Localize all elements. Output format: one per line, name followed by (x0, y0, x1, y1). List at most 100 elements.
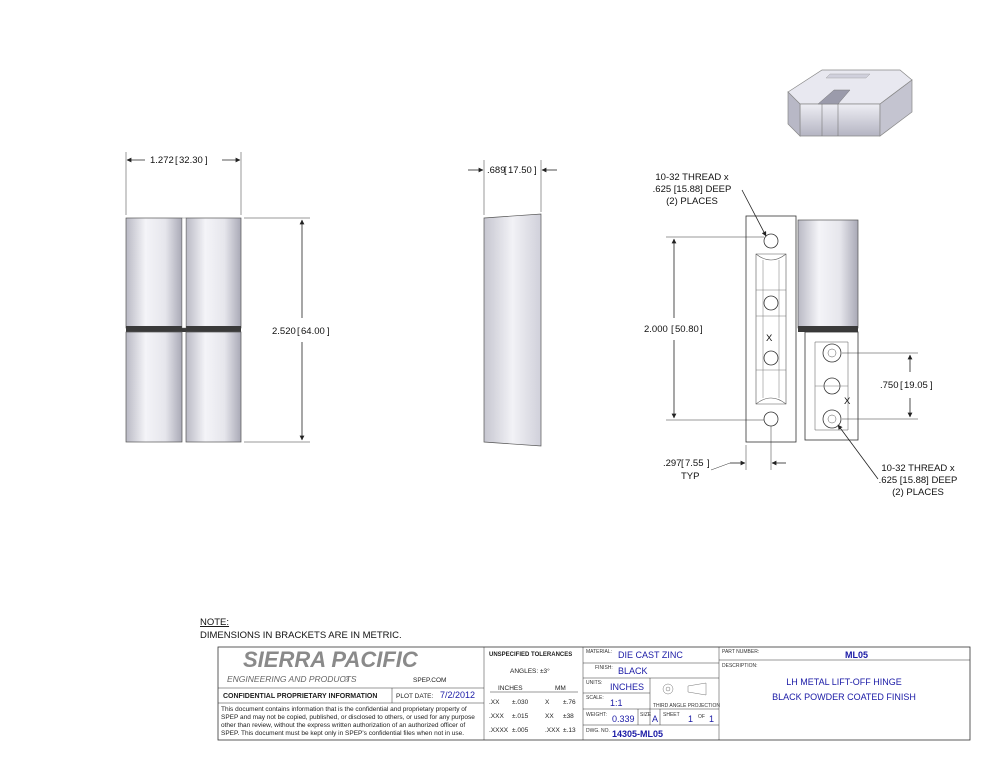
thread-callout-top: 10-32 THREAD x .625 [15.88] DEEP (2) PLA… (653, 172, 767, 237)
svg-text:10-32 THREAD x: 10-32 THREAD x (881, 463, 954, 474)
edge-offset-dimension: .297 [ 7.55 ] TYP (663, 426, 786, 482)
svg-text:±.13: ±.13 (563, 727, 576, 734)
confidential-heading: CONFIDENTIAL PROPRIETARY INFORMATION (223, 693, 377, 700)
svg-text:[: [ (504, 165, 507, 176)
svg-text:.XXXX: .XXXX (489, 727, 509, 734)
thread-hole-top (763, 233, 779, 249)
width-metric: 32.30 (179, 155, 203, 166)
hole-spacing-metric: 50.80 (675, 324, 699, 335)
svg-text:[: [ (681, 458, 684, 469)
description-label: DESCRIPTION: (722, 663, 758, 669)
svg-text:]: ] (534, 165, 537, 176)
svg-text:XX: XX (545, 713, 554, 720)
svg-text:.625 [15.88] DEEP: .625 [15.88] DEEP (879, 475, 958, 486)
confidential-line-2: SPEP and may not be copied, published, o… (221, 714, 475, 721)
front-view (125, 217, 242, 443)
tolerances-mm-label: MM (555, 685, 566, 692)
svg-text:±.76: ±.76 (563, 699, 576, 706)
confidential-line-1: This document contains information that … (221, 706, 467, 713)
svg-text:X: X (545, 699, 550, 706)
svg-text:±38: ±38 (563, 713, 574, 720)
hole-mark-right: X (844, 396, 851, 407)
svg-text:.XXX: .XXX (489, 713, 504, 720)
svg-text:±.005: ±.005 (512, 727, 529, 734)
units-label: UNITS: (586, 680, 602, 686)
of-label: OF (698, 714, 705, 720)
material-value: DIE CAST ZINC (618, 650, 683, 660)
weight-label: WEIGHT: (586, 712, 607, 718)
svg-text:±.015: ±.015 (512, 713, 529, 720)
units-value: INCHES (610, 682, 644, 692)
svg-text:.XX: .XX (489, 699, 500, 706)
svg-text:]: ] (700, 324, 703, 335)
side-view (483, 213, 542, 447)
edge-offset-metric: 7.55 (685, 458, 704, 469)
part-number: ML05 (845, 650, 868, 660)
thickness-metric: 17.50 (508, 165, 532, 176)
svg-text:(2) PLACES: (2) PLACES (666, 196, 718, 207)
plot-date-label: PLOT DATE: (396, 693, 434, 700)
note-heading: NOTE: (200, 617, 229, 628)
back-view: X X (745, 215, 859, 443)
svg-text:10-32 THREAD x: 10-32 THREAD x (655, 172, 728, 183)
dwg-label: DWG. NO. (586, 728, 610, 734)
company-subtitle: ENGINEERING AND PRODUCTS (227, 674, 357, 684)
svg-text:]: ] (205, 155, 208, 166)
thread-callout-bottom: 10-32 THREAD x .625 [15.88] DEEP (2) PLA… (837, 424, 958, 498)
description-line-2: BLACK POWDER COATED FINISH (772, 692, 916, 702)
width-value: 1.272 (150, 155, 174, 166)
svg-text:.625 [15.88] DEEP: .625 [15.88] DEEP (653, 184, 732, 195)
thread-hole-bottom (763, 411, 779, 427)
edge-offset-note: TYP (681, 471, 699, 482)
thickness-dimension: .689 [ 17.50 ] (468, 160, 557, 215)
size-value: A (652, 714, 658, 724)
website: SPEP.COM (413, 677, 446, 684)
projection-symbol (662, 682, 707, 696)
sheet-total: 1 (709, 714, 714, 724)
hole-spacing-dimension: 2.000 [ 50.80 ] (644, 236, 764, 421)
small-spacing-value: .750 (880, 380, 899, 391)
dwg-number: 14305-ML05 (612, 729, 663, 739)
confidential-line-3: other than review, without the express w… (221, 722, 465, 729)
height-metric: 64.00 (301, 326, 325, 337)
height-dimension: 2.520 [ 64.00 ] (244, 217, 330, 443)
svg-text:[: [ (175, 155, 178, 166)
small-spacing-dimension: .750 [ 19.05 ] (842, 352, 933, 420)
tolerances-heading: UNSPECIFIED TOLERANCES (489, 652, 572, 658)
isometric-view (787, 69, 913, 137)
tolerances-angles: ANGLES: ±3° (510, 667, 550, 675)
description-line-1: LH METAL LIFT-OFF HINGE (786, 677, 902, 687)
tolerances-inches-label: INCHES (498, 685, 523, 692)
thickness-value: .689 (487, 165, 506, 176)
svg-text:(2) PLACES: (2) PLACES (892, 487, 944, 498)
size-label: SIZE (640, 712, 652, 718)
svg-text:[: [ (297, 326, 300, 337)
hole-mark-left: X (766, 333, 773, 344)
projection-label: THIRD ANGLE PROJECTION (653, 703, 720, 709)
title-block: SIERRA PACIFIC ENGINEERING AND PRODUCTS … (217, 646, 971, 741)
small-spacing-metric: 19.05 (904, 380, 928, 391)
svg-text:]: ] (930, 380, 933, 391)
registered-mark: ® (344, 676, 350, 684)
company-name: SIERRA PACIFIC (243, 647, 419, 672)
svg-text:.XXX: .XXX (545, 727, 560, 734)
svg-text:[: [ (900, 380, 903, 391)
sheet-value: 1 (688, 714, 693, 724)
svg-text:]: ] (327, 326, 330, 337)
hole-spacing-value: 2.000 (644, 324, 668, 335)
sheet-label: SHEET (663, 712, 680, 718)
svg-text:[: [ (671, 324, 674, 335)
confidential-line-4: SPEP. This document must be kept only in… (221, 730, 464, 737)
width-dimension: 1.272 [ 32.30 ] (125, 152, 242, 215)
weight-value: 0.339 (612, 714, 635, 724)
scale-label: SCALE: (586, 695, 604, 701)
finish-value: BLACK (618, 666, 648, 676)
finish-label: FINISH: (595, 665, 613, 671)
svg-text:]: ] (707, 458, 710, 469)
plot-date: 7/2/2012 (440, 690, 475, 700)
height-value: 2.520 (272, 326, 296, 337)
edge-offset-value: .297 (663, 458, 682, 469)
drawing-note: NOTE: DIMENSIONS IN BRACKETS ARE IN METR… (200, 617, 402, 641)
note-text: DIMENSIONS IN BRACKETS ARE IN METRIC. (200, 630, 402, 641)
